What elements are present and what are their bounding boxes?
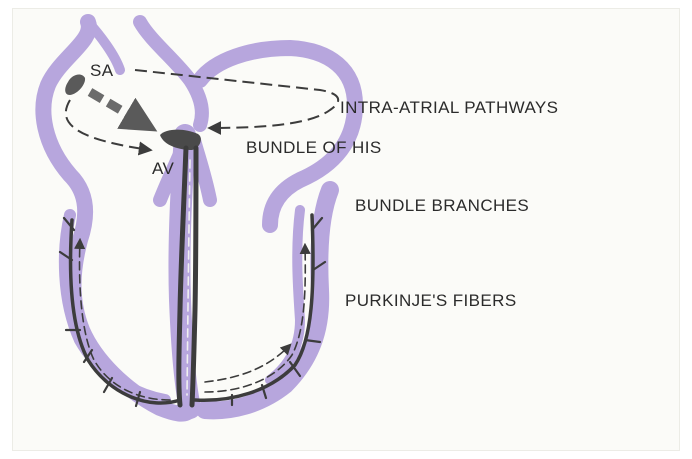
- sa-label: SA: [90, 61, 114, 80]
- right-ventricle-inner-wall: [270, 210, 300, 380]
- right-bundle-branch: [195, 215, 325, 405]
- bundle-of-his-label: BUNDLE OF HIS: [246, 138, 382, 157]
- bundle-branches-label: BUNDLE BRANCHES: [355, 196, 529, 215]
- sa-to-av-arrow: [90, 92, 148, 126]
- heart-outline: [43, 22, 355, 414]
- av-label: AV: [152, 159, 174, 178]
- sa-node: [65, 75, 85, 95]
- intra-atrial-pathways-label: INTRA-ATRIAL PATHWAYS: [340, 98, 558, 117]
- purkinje-fibers-label: PURKINJE'S FIBERS: [345, 291, 517, 310]
